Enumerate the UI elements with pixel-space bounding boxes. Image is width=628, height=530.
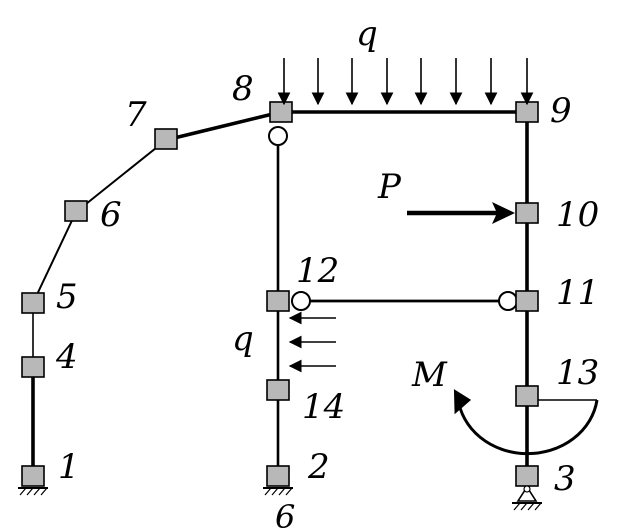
member-7-8: [164, 110, 283, 142]
figure-label: 6: [275, 498, 295, 530]
node-2: [266, 465, 290, 487]
label-node-7: 7: [125, 95, 147, 135]
label-node-9: 9: [550, 91, 572, 131]
distributed-load-top: [277, 58, 534, 106]
node-1: [21, 465, 45, 487]
hinge-11: [498, 291, 518, 311]
node-6: [64, 200, 88, 222]
distributed-load-side: [288, 311, 336, 373]
hinge-8: [268, 126, 288, 146]
fixed-support-2: [263, 487, 293, 496]
label-node-1: 1: [58, 447, 80, 487]
fixed-support-1: [18, 487, 48, 496]
node-8: [269, 101, 293, 123]
node-5: [21, 292, 45, 314]
label-node-8: 8: [232, 69, 254, 109]
node-11: [515, 290, 539, 312]
label-node-2: 2: [307, 447, 330, 487]
node-4: [21, 356, 45, 378]
label-node-14: 14: [302, 387, 345, 427]
label-node-6: 6: [100, 195, 122, 235]
label-node-11: 11: [556, 273, 599, 313]
label-node-4: 4: [55, 337, 78, 377]
node-12: [266, 290, 290, 312]
label-node-10: 10: [556, 195, 599, 235]
pin-support-3: [512, 485, 542, 511]
hinge-12: [291, 291, 311, 311]
node-labels: 1 2 3 4 5 6 7 8 9 10 11 12 13 14: [55, 69, 599, 499]
node-13: [515, 385, 539, 407]
node-10: [515, 202, 539, 224]
moment-m: [453, 389, 599, 456]
load-labels: q q P M: [232, 14, 448, 395]
node-14: [266, 379, 290, 401]
node-7: [154, 128, 178, 150]
supports: [18, 485, 542, 511]
label-node-13: 13: [556, 353, 599, 393]
label-p: P: [377, 167, 402, 207]
node-9: [515, 101, 539, 123]
label-node-3: 3: [554, 459, 576, 499]
member-6-7: [75, 139, 167, 213]
label-q-side: q: [232, 319, 254, 359]
label-node-5: 5: [56, 277, 78, 317]
hinges: [268, 126, 518, 311]
label-node-12: 12: [296, 251, 339, 291]
nodes: [21, 101, 539, 487]
force-p: [407, 202, 515, 224]
label-m: M: [411, 355, 448, 395]
node-3: [515, 465, 539, 487]
label-q-top: q: [356, 14, 378, 54]
member-5-6: [32, 211, 77, 304]
